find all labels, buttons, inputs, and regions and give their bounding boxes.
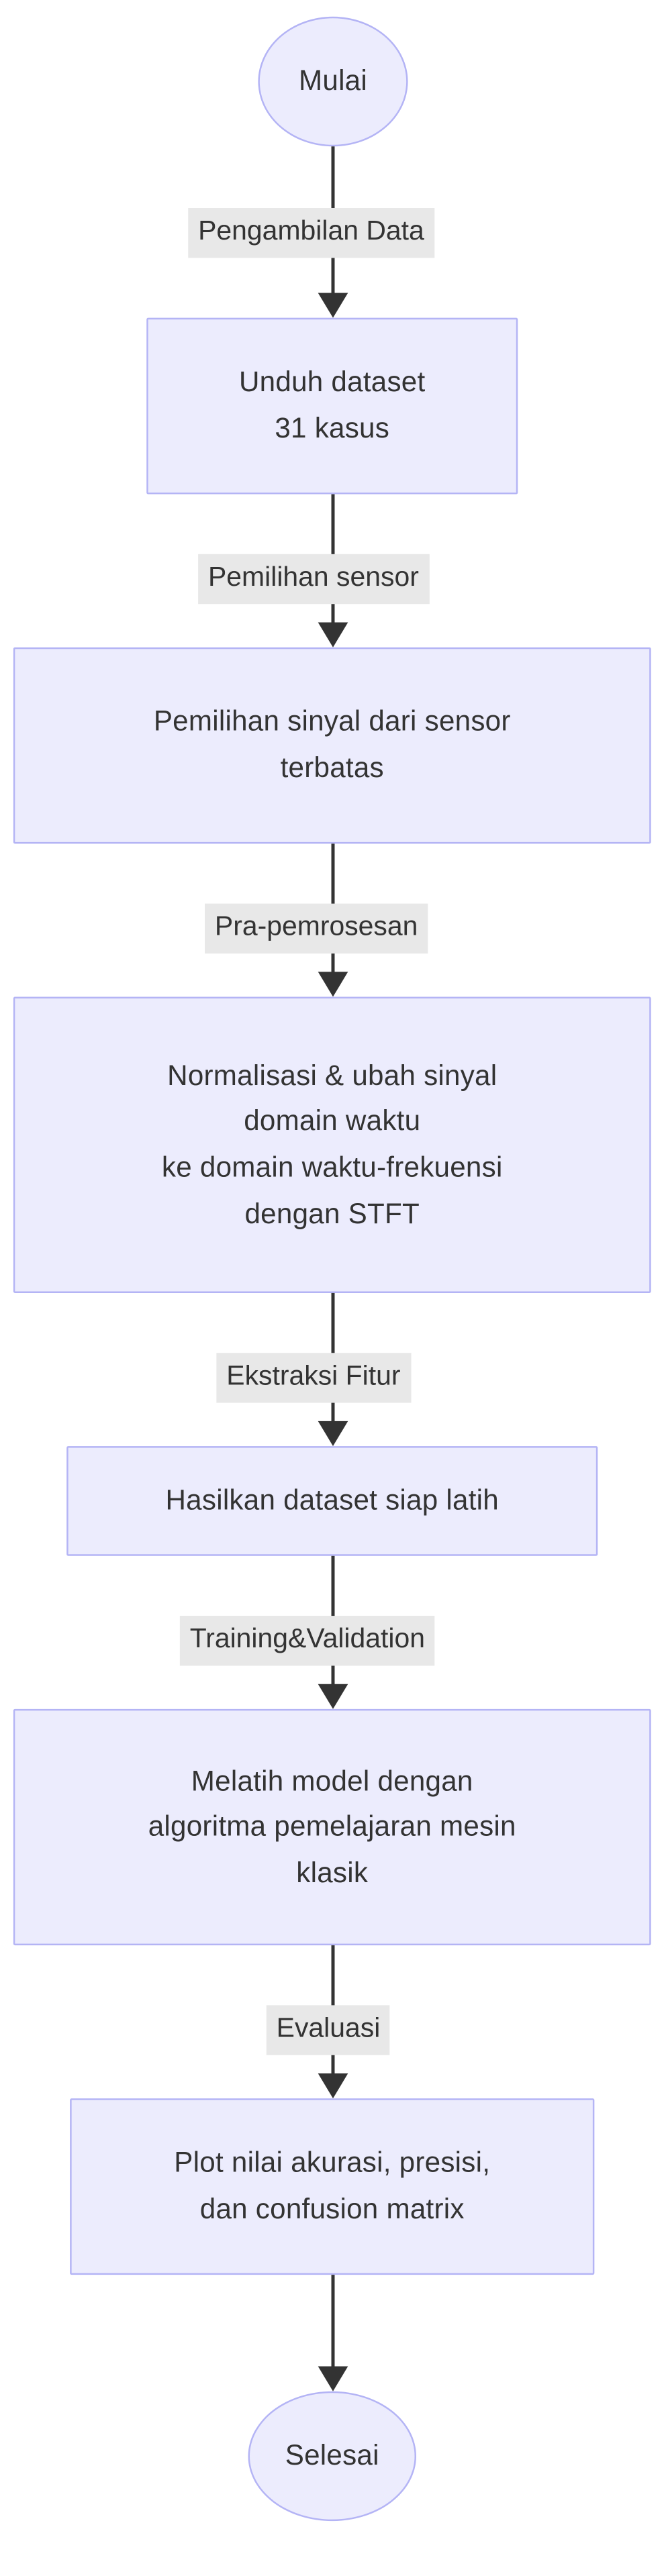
node-normalisasi-stft[interactable]: Normalisasi & ubah sinyal domain waktu k… xyxy=(13,996,651,1293)
edge-arrow-start-unduh xyxy=(318,293,348,318)
edge-label-training-validation-text: Training&Validation xyxy=(189,1624,426,1655)
edge-label-training-validation: Training&Validation xyxy=(179,1616,435,1667)
node-mulai-label: Mulai xyxy=(299,65,367,97)
node-unduh-dataset[interactable]: Unduh dataset 31 kasus xyxy=(146,317,518,495)
edge-label-evaluasi-text: Evaluasi xyxy=(276,2013,381,2044)
edge-label-ekstraksi-fitur: Ekstraksi Fitur xyxy=(216,1353,411,1404)
node-unduh-dataset-label: Unduh dataset 31 kasus xyxy=(238,366,426,445)
edge-arrow-melatih-plot xyxy=(318,2073,348,2099)
edge-label-pemilihan-sensor-text: Pemilihan sensor xyxy=(207,562,419,593)
node-normalisasi-stft-label: Normalisasi & ubah sinyal domain waktu k… xyxy=(161,1060,503,1229)
node-hasilkan-dataset[interactable]: Hasilkan dataset siap latih xyxy=(66,1446,598,1556)
node-mulai[interactable]: Mulai xyxy=(258,16,408,147)
node-selesai[interactable]: Selesai xyxy=(248,2391,416,2522)
node-pemilihan-sinyal-label: Pemilihan sinyal dari sensor terbatas xyxy=(153,706,511,784)
edge-line-plot-end xyxy=(331,2275,334,2378)
edge-label-pra-pemrosesan-text: Pra-pemrosesan xyxy=(214,912,418,942)
node-plot-evaluasi-label: Plot nilai akurasi, presisi, dan confusi… xyxy=(174,2147,491,2225)
edge-label-evaluasi: Evaluasi xyxy=(266,2005,391,2056)
node-selesai-label: Selesai xyxy=(285,2440,379,2472)
edge-arrow-normalisasi-hasilkan xyxy=(318,1421,348,1447)
edge-arrow-pemilihan-normalisasi xyxy=(318,972,348,997)
edge-label-pengambilan-data-text: Pengambilan Data xyxy=(198,216,424,247)
edge-arrow-hasilkan-melatih xyxy=(318,1684,348,1709)
edge-label-pemilihan-sensor: Pemilihan sensor xyxy=(198,554,429,605)
node-plot-evaluasi[interactable]: Plot nilai akurasi, presisi, dan confusi… xyxy=(70,2098,595,2275)
edge-label-pra-pemrosesan: Pra-pemrosesan xyxy=(205,903,428,955)
edge-label-pengambilan-data: Pengambilan Data xyxy=(188,207,434,259)
node-hasilkan-dataset-label: Hasilkan dataset siap latih xyxy=(165,1484,499,1516)
node-melatih-model-label: Melatih model dengan algoritma pemelajar… xyxy=(148,1765,516,1889)
node-melatih-model[interactable]: Melatih model dengan algoritma pemelajar… xyxy=(13,1708,651,1946)
edge-label-ekstraksi-fitur-text: Ekstraksi Fitur xyxy=(226,1361,401,1392)
edge-arrow-plot-end xyxy=(318,2366,348,2391)
node-pemilihan-sinyal[interactable]: Pemilihan sinyal dari sensor terbatas xyxy=(13,647,651,844)
edge-arrow-unduh-pemilihan xyxy=(318,622,348,648)
